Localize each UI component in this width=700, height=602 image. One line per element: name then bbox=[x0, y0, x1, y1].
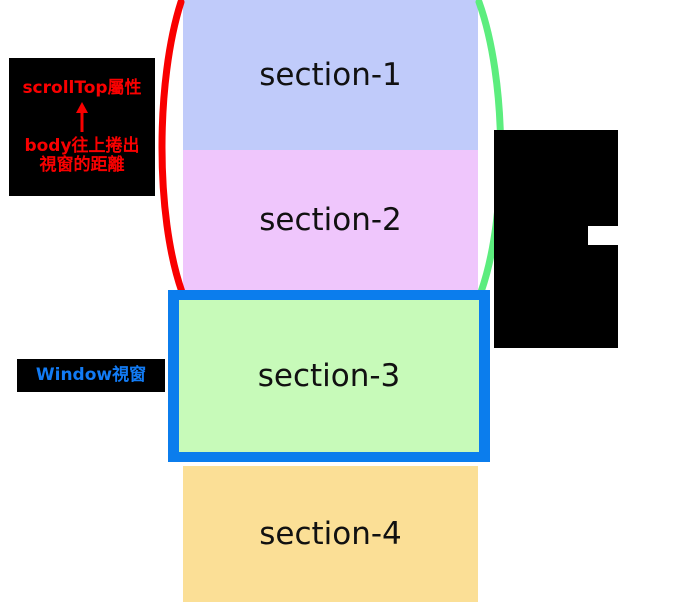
section-block-3: section-3 bbox=[179, 300, 479, 452]
arrow-up-icon bbox=[76, 101, 88, 132]
scrolltop-callout-line-1: scrollTop屬性 bbox=[22, 77, 142, 98]
section-block-1: section-1 bbox=[183, 0, 478, 150]
section-block-2: section-2 bbox=[183, 150, 478, 290]
scrolltop-callout: scrollTop屬性 body往上捲出 視窗的距離 bbox=[9, 58, 155, 196]
scrolltop-callout-line-3: 視窗的距離 bbox=[39, 155, 125, 176]
window-callout-label: Window視窗 bbox=[35, 364, 147, 385]
section-block-4: section-4 bbox=[183, 466, 478, 602]
section-2-label: section-2 bbox=[259, 202, 402, 238]
window-viewport-frame: section-3 bbox=[168, 290, 490, 462]
section-4-label: section-4 bbox=[259, 516, 402, 552]
callout-occluder-bar bbox=[588, 226, 666, 245]
section-1-label: section-1 bbox=[259, 57, 402, 93]
scrolltop-callout-line-2: body往上捲出 bbox=[24, 135, 140, 156]
section-3-label: section-3 bbox=[257, 358, 401, 394]
window-callout: Window視窗 bbox=[17, 359, 165, 392]
